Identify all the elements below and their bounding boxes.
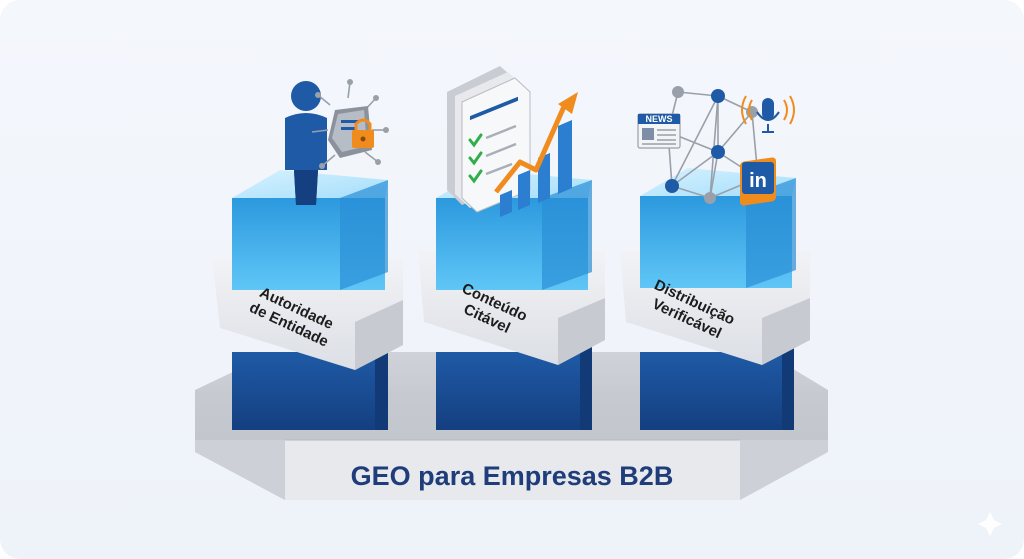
linkedin-icon: in [740,157,776,206]
pillar-distribuicao [620,168,810,430]
sparkle-icon [978,512,1002,536]
base-title: GEO para Empresas B2B [351,461,674,491]
pillar-conteudo [418,170,605,430]
news-label: NEWS [646,114,673,124]
document-growth-chart-icon [447,66,578,217]
pillar-autoridade [212,170,403,430]
distribution-network-icon: NEWS in [637,86,795,206]
linkedin-label: in [749,170,767,192]
microphone-icon [741,95,795,133]
person-with-security-badge-icon [285,79,389,205]
